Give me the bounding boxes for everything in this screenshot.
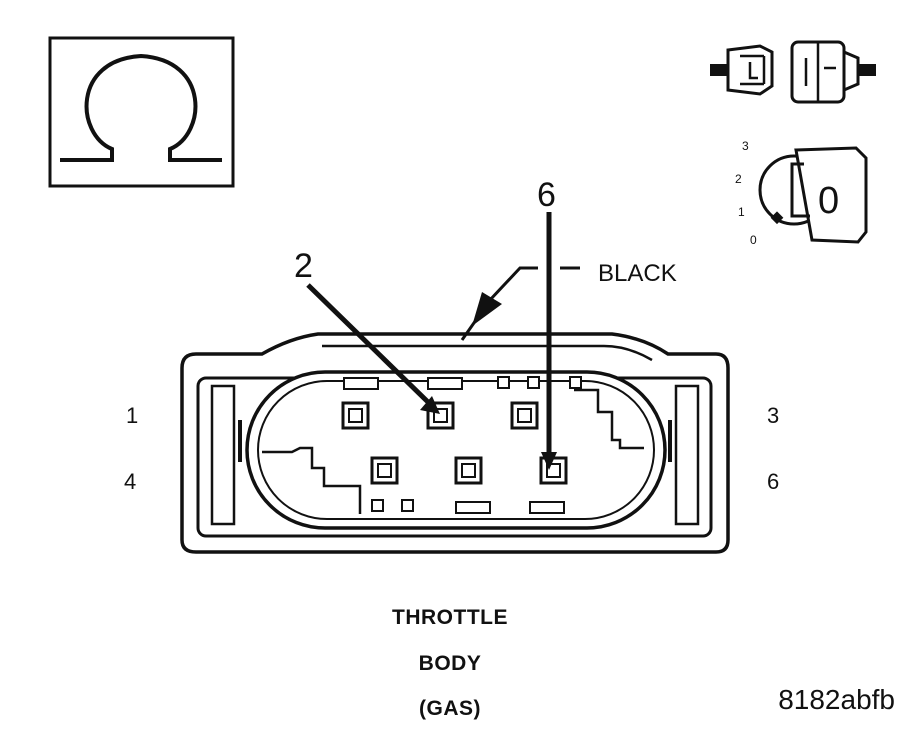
terminal-cavity-3 [510,401,539,430]
probe-6-label: 6 [537,176,556,214]
probe-6: 6 [537,176,557,470]
terminal-cavity-6 [539,456,568,485]
wire-color-callout: BLACK [460,260,677,341]
ignition-position-2: 2 [735,172,742,186]
ohmmeter-omega-icon [48,36,235,188]
caption-line-2: BODY [418,652,482,675]
cavity-number-3: 3 [767,403,779,428]
ignition-key-icon: 3 2 1 0 0 [735,139,868,247]
caption-line-1: THROTTLE [392,606,508,629]
wire-color-label: BLACK [598,260,677,287]
figure-reference-code: 8182abfb [778,684,895,715]
terminal-cavity-5 [454,456,483,485]
probe-2: 2 [294,247,440,414]
ignition-key-position-label: 0 [818,180,839,222]
ignition-position-3: 3 [742,139,749,153]
cavity-number-4: 4 [124,469,136,494]
probe-2-label: 2 [294,247,313,285]
terminal-cavity-4 [370,456,399,485]
throttle-body-connector [180,332,730,554]
cavity-number-6: 6 [767,469,779,494]
connector-disconnected-icon [710,40,876,104]
cavity-number-1: 1 [126,403,138,428]
terminal-cavity-1 [341,401,370,430]
caption-line-3: (GAS) [419,697,481,720]
ignition-position-0: 0 [750,233,757,247]
ignition-position-1: 1 [738,205,745,219]
